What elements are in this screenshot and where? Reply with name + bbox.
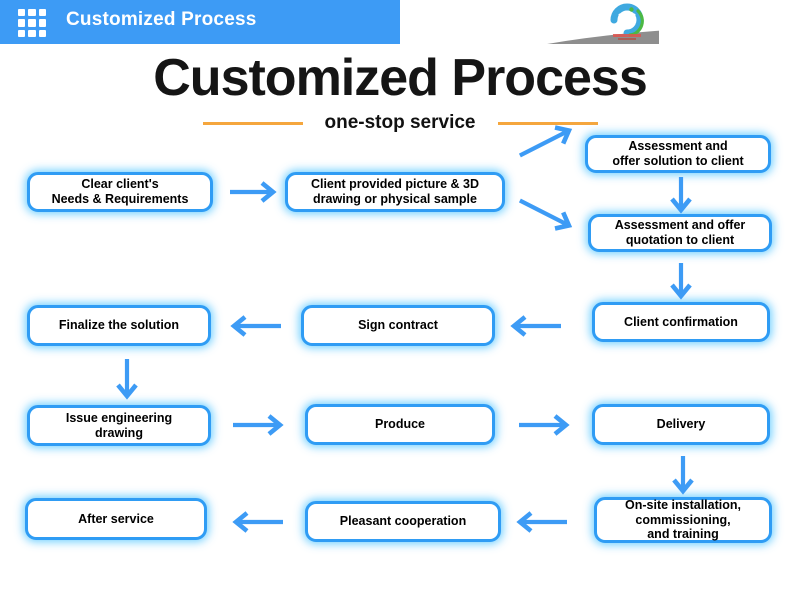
page-subtitle: one-stop service <box>324 112 476 133</box>
flow-box-delivery[interactable]: Delivery <box>592 404 770 445</box>
arrow-onsite-to-cooperation <box>516 511 568 533</box>
flow-box-onsite-installation[interactable]: On-site installation,commissioning,and t… <box>594 497 772 543</box>
grid-cell <box>38 9 46 17</box>
flow-box-client-confirmation[interactable]: Client confirmation <box>592 302 770 342</box>
grid-cell <box>18 19 26 27</box>
arrow-delivery-to-onsite <box>672 455 694 495</box>
flow-box-label: Pleasant cooperation <box>339 514 467 529</box>
flow-box-pleasant-cooperation[interactable]: Pleasant cooperation <box>305 501 501 542</box>
arrow-drawing-to-produce <box>232 414 284 436</box>
grid-icon[interactable] <box>18 9 46 37</box>
flow-box-after-service[interactable]: After service <box>25 498 207 540</box>
flow-box-label: After service <box>78 511 154 526</box>
page-title: Customized Process <box>153 49 648 107</box>
grid-cell <box>28 29 36 37</box>
grid-cell <box>38 29 46 37</box>
grid-cell <box>28 9 36 17</box>
flow-box-finalize-solution[interactable]: Finalize the solution <box>27 305 211 346</box>
arrow-contract-to-finalize <box>230 315 282 337</box>
flow-box-label: Produce <box>374 417 425 432</box>
flow-box-produce[interactable]: Produce <box>305 404 495 445</box>
app-header: Customized Process <box>0 0 800 46</box>
arrow-produce-to-delivery <box>518 414 570 436</box>
arrow-finalize-to-drawing <box>116 358 138 400</box>
grid-cell <box>38 19 46 27</box>
grid-cell <box>18 9 26 17</box>
arrow-quotation-to-confirmation <box>670 262 692 300</box>
arrow-cooperation-to-after <box>232 511 284 533</box>
subtitle-rule-right <box>497 121 598 125</box>
arrow-picture-to-solution <box>514 121 575 165</box>
flow-box-sign-contract[interactable]: Sign contract <box>301 305 495 346</box>
arrow-solution-to-quotation <box>670 176 692 214</box>
company-logo-icon <box>604 2 650 42</box>
header-title: Customized Process <box>66 9 257 30</box>
subtitle-rule-left <box>202 121 303 125</box>
flow-box-label: Sign contract <box>358 318 438 333</box>
arrow-picture-to-quotation <box>514 191 575 235</box>
header-blue-band <box>0 0 400 44</box>
flow-box-label: On-site installation,commissioning,and t… <box>625 497 741 542</box>
grid-cell <box>28 19 36 27</box>
arrow-needs-to-picture <box>229 181 277 203</box>
flow-box-label: Client confirmation <box>624 314 738 329</box>
grid-cell <box>18 29 26 37</box>
subtitle-row: one-stop service <box>0 112 800 134</box>
flow-box-label: Finalize the solution <box>58 318 180 333</box>
arrow-confirmation-to-contract <box>510 315 562 337</box>
flow-box-label: Delivery <box>656 417 706 432</box>
